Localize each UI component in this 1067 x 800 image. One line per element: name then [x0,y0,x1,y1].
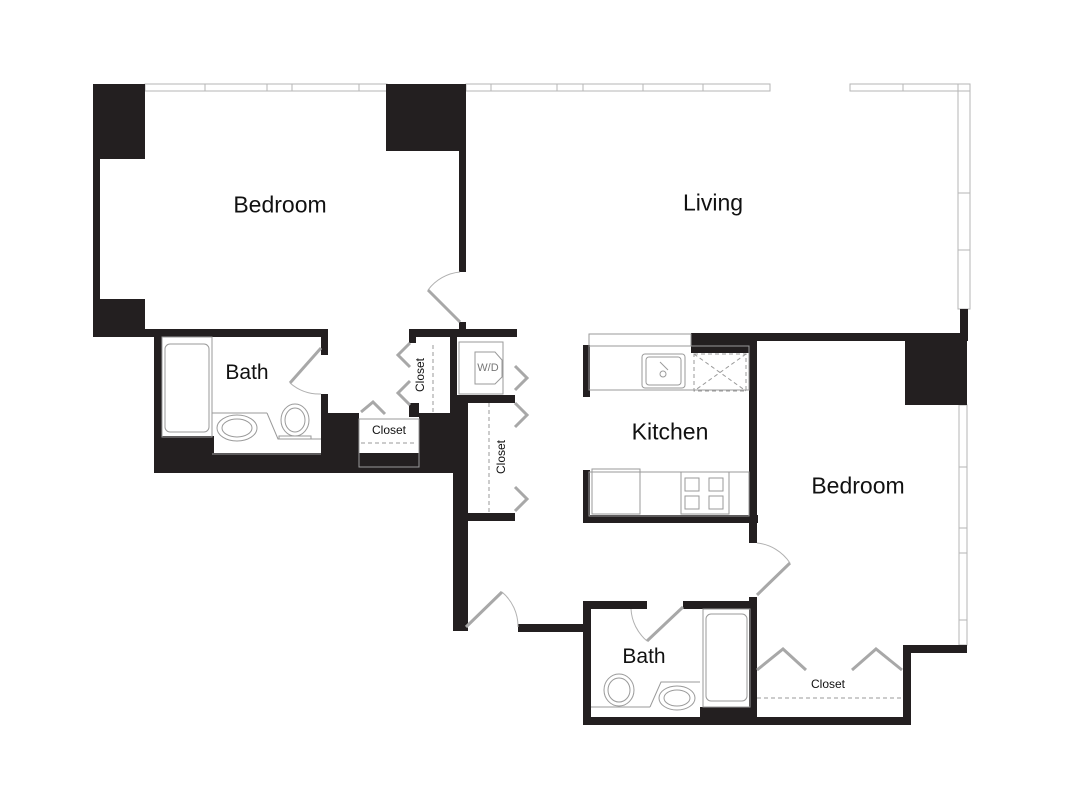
closet-label-bath-small: Closet [371,423,407,437]
room-label-living: Living [682,189,744,216]
closet-label-bedroom-2: Closet [810,677,846,691]
fixtures [161,333,903,711]
room-label-bedroom-2: Bedroom [811,472,905,499]
windows [144,83,971,646]
doors [288,271,903,672]
closet-label-hall-vertical: Closet [413,357,427,393]
room-label-bath-1: Bath [225,361,269,384]
room-label-bedroom-1: Bedroom [233,191,327,218]
washer-dryer-label: W/D [477,362,499,374]
room-label-kitchen: Kitchen [631,418,709,445]
closet-label-hall-long: Closet [494,439,508,475]
walls [93,84,968,725]
room-label-bath-2: Bath [622,645,666,668]
